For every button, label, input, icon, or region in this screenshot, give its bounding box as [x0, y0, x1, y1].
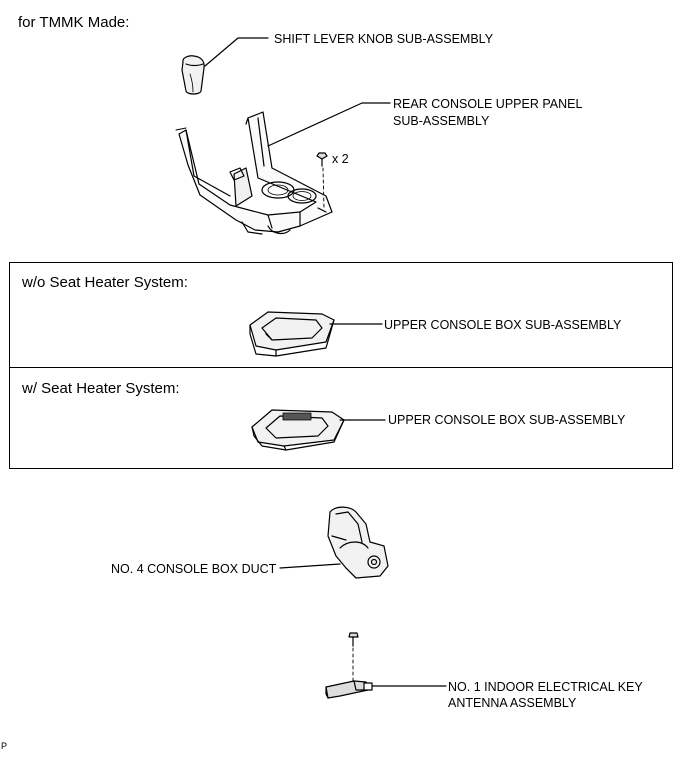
- rear-console-upper-panel-drawing: [175, 111, 333, 235]
- rear-panel-label-line1: REAR CONSOLE UPPER PANEL: [393, 97, 583, 111]
- upper-box-heater-label: UPPER CONSOLE BOX SUB-ASSEMBLY: [388, 413, 626, 427]
- upper-console-box-heater-drawing: [251, 409, 345, 451]
- shift-lever-knob-drawing: [181, 55, 205, 95]
- rear-panel-label-line2: SUB-ASSEMBLY: [393, 114, 490, 128]
- screw-quantity: x 2: [332, 152, 349, 166]
- panel-screw-icon: [316, 152, 328, 167]
- antenna-screw-icon: [348, 632, 359, 647]
- duct-label: NO. 4 CONSOLE BOX DUCT: [111, 562, 277, 576]
- seat-heater-variants-box: [9, 262, 673, 469]
- page-title: for TMMK Made:: [18, 14, 130, 31]
- rear-panel-leader-line: [267, 102, 391, 147]
- section-divider: [9, 367, 673, 368]
- section-title-with-heater: w/ Seat Heater System:: [22, 380, 180, 397]
- figure-code: P: [1, 741, 8, 751]
- antenna-label-line2: ANTENNA ASSEMBLY: [448, 696, 577, 710]
- section-title-without-heater: w/o Seat Heater System:: [22, 274, 188, 291]
- screw-dashed-line: [322, 167, 325, 209]
- duct-leader-line: [279, 563, 341, 569]
- upper-box-no-heater-label: UPPER CONSOLE BOX SUB-ASSEMBLY: [384, 318, 622, 332]
- key-antenna-drawing: [325, 680, 373, 699]
- shift-knob-label: SHIFT LEVER KNOB SUB-ASSEMBLY: [274, 32, 494, 46]
- antenna-label-line1: NO. 1 INDOOR ELECTRICAL KEY: [448, 680, 643, 694]
- console-box-duct-drawing: [327, 506, 389, 579]
- shift-knob-leader-line: [204, 37, 269, 67]
- upper-console-box-no-heater-drawing: [249, 311, 335, 357]
